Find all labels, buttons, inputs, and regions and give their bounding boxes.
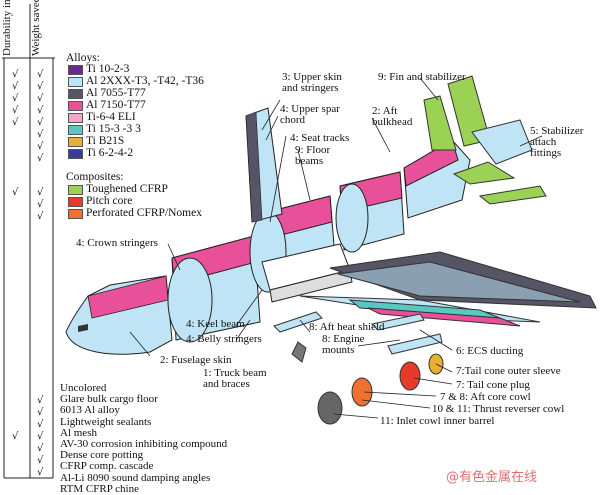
- alloy-swatch: [68, 89, 83, 99]
- label-fuselage-skin: 2: Fuselage skin: [160, 354, 232, 366]
- bottom-list-item: Uncolored: [60, 382, 107, 394]
- check-mark: √: [37, 129, 44, 140]
- alloy-swatch: [68, 65, 83, 75]
- label-tail-plug: 7: Tail cone plug: [456, 379, 530, 391]
- bottom-list-item: Al mesh: [60, 426, 97, 439]
- check-mark: √: [37, 211, 44, 222]
- check-mark: √: [37, 69, 44, 80]
- alloy-swatch: [68, 137, 83, 147]
- label-crown: 4: Crown stringers: [76, 237, 158, 249]
- check-mark: √: [12, 93, 19, 104]
- composite-label: Perforated CFRP/Nomex: [86, 207, 202, 219]
- fuselage-sections: [167, 139, 471, 343]
- bottom-list-item: Lightweight sealants: [60, 415, 152, 428]
- bottom-list-item: RTM CFRP chine: [60, 482, 139, 495]
- alloy-swatch: [68, 149, 83, 159]
- label-belly: 4: Belly stringers: [186, 333, 262, 345]
- bottom-list-item: Dense core potting: [60, 449, 144, 462]
- label-seat-tracks: 4: Seat tracks: [290, 132, 350, 144]
- alloy-swatch: [68, 101, 83, 111]
- tail-fin: [423, 75, 547, 205]
- check-mark: √: [37, 467, 44, 478]
- label-thrust: 10 & 11: Thrust reverser cowl: [432, 403, 565, 415]
- check-mark: √: [37, 443, 44, 454]
- check-mark: √: [37, 105, 44, 116]
- label-aft-core: 7 & 8: Aft core cowl: [440, 391, 531, 403]
- forward-fuselage: [65, 275, 173, 355]
- composite-label: Pitch core: [86, 195, 133, 207]
- leader-lines: [129, 77, 543, 419]
- alloy-swatch: [68, 113, 83, 123]
- wing: [299, 251, 597, 327]
- weight-header: Weight saved: [30, 0, 42, 56]
- check-mark: √: [37, 141, 44, 152]
- alloy-label: Ti 15-3 -3 3: [86, 123, 141, 135]
- label-aft-heat: 8: Aft heat shield: [309, 321, 385, 333]
- alloy-label: Al 7055-T77: [86, 87, 146, 99]
- watermark: @有色金属在线: [446, 470, 538, 485]
- check-mark: √: [12, 69, 19, 80]
- composite-label: Toughened CFRP: [86, 183, 168, 195]
- check-mark: √: [37, 419, 44, 430]
- check-mark: √: [37, 187, 44, 198]
- check-mark: √: [37, 455, 44, 466]
- check-mark: √: [37, 93, 44, 104]
- label-ecs: 6: ECS ducting: [456, 345, 524, 357]
- alloy-label: Ti 6-2-4-2: [86, 147, 134, 159]
- bottom-list-item: 6013 Al alloy: [60, 404, 120, 417]
- label-tail-sleeve: 7:Tail cone outer sleeve: [456, 365, 561, 377]
- composite-swatch: [68, 185, 83, 195]
- check-mark: √: [12, 117, 19, 128]
- checklist-frame: [2, 4, 55, 479]
- check-mark: √: [37, 117, 44, 128]
- check-mark: √: [37, 153, 44, 164]
- bottom-list-item: Al-Li 8090 sound damping angles: [60, 471, 211, 484]
- check-mark: √: [37, 395, 44, 406]
- durability-header: Durability improved: [1, 0, 13, 56]
- check-mark: √: [37, 407, 44, 418]
- alloy-label: Al 2XXX-T3, -T42, -T36: [86, 75, 204, 87]
- engine-parts: [273, 311, 444, 425]
- check-mark: √: [12, 431, 19, 442]
- label-fin: 9: Fin and stabilizer: [378, 71, 466, 83]
- bottom-list-item: CFRP comp. cascade: [60, 460, 154, 473]
- label-keel: 4: Keel beam: [186, 318, 245, 330]
- alloy-swatch: [68, 125, 83, 135]
- alloy-swatch: [68, 77, 83, 87]
- check-mark: √: [37, 199, 44, 210]
- alloy-label: Ti B21S: [86, 135, 125, 147]
- alloy-label: Ti 10-2-3: [86, 63, 130, 75]
- alloys-title: Alloys:: [66, 52, 100, 64]
- check-mark: √: [12, 81, 19, 92]
- alloy-label: Ti-6-4 ELI: [86, 111, 136, 123]
- composite-swatch: [68, 209, 83, 219]
- bottom-list-item: Glare bulk cargo floor: [60, 393, 158, 406]
- composite-swatch: [68, 197, 83, 207]
- check-mark: √: [37, 81, 44, 92]
- check-mark: √: [12, 105, 19, 116]
- bottom-list-item: AV-30 corrosion inhibiting compound: [60, 438, 228, 450]
- check-mark: √: [37, 431, 44, 442]
- alloy-label: Al 7150-T77: [86, 99, 146, 111]
- check-mark: √: [12, 187, 19, 198]
- composites-title: Composites:: [66, 171, 124, 183]
- label-inlet: 11: Inlet cowl inner barrel: [380, 415, 495, 427]
